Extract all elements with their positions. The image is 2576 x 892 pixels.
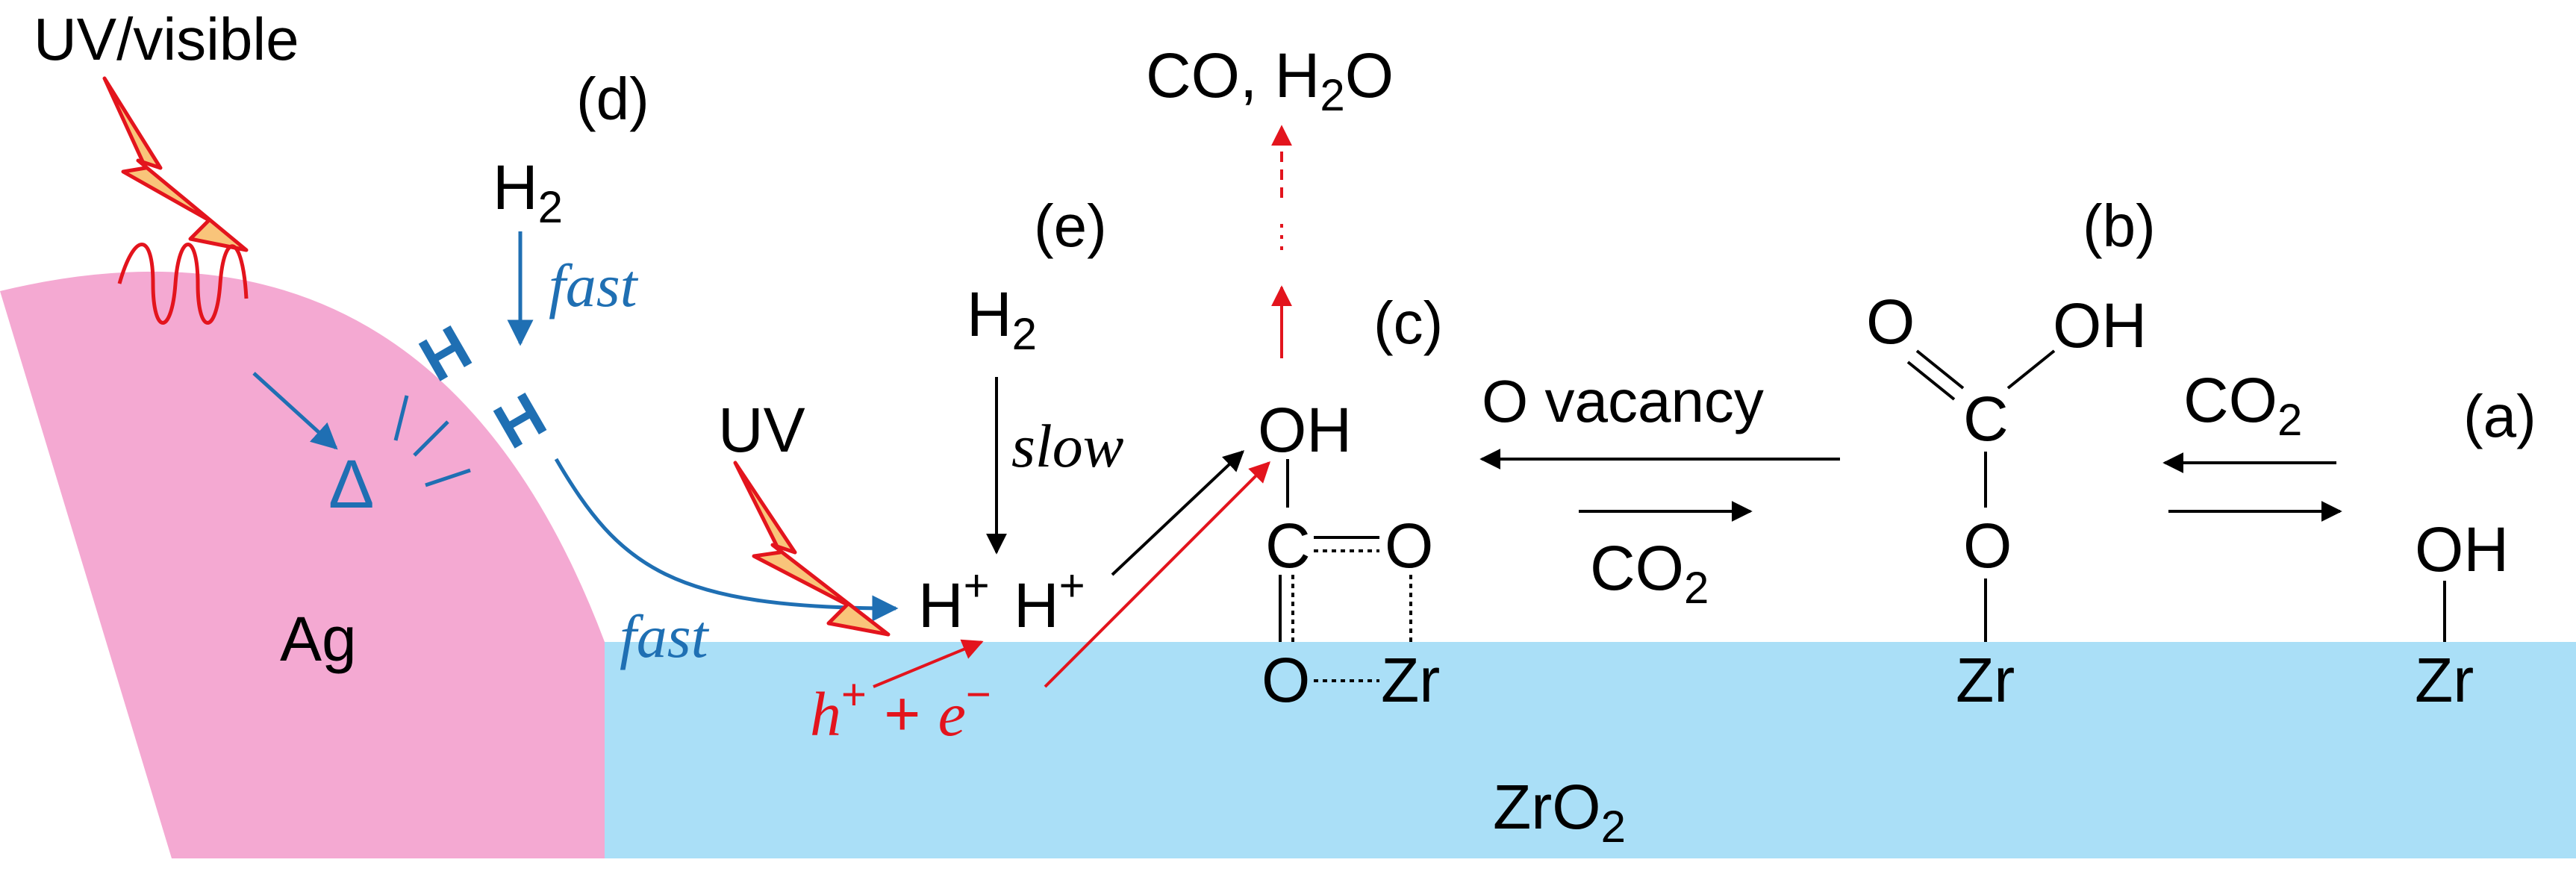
light-flash-icon — [102, 76, 249, 252]
hole-arrow — [873, 639, 984, 688]
hplus-to-oh-arrow — [1111, 450, 1245, 576]
delta-heat-icon: Δ — [328, 446, 374, 523]
b-co-double-bond-2 — [1906, 361, 1956, 401]
ag-particle — [0, 271, 605, 858]
c-carbon: C — [1265, 511, 1311, 581]
h2-middle: H2 — [967, 279, 1037, 359]
c-o-right: O — [1385, 511, 1433, 581]
ag-label: Ag — [280, 604, 357, 674]
label-d: (d) — [576, 66, 649, 132]
hplus-2: H+ — [1014, 561, 1085, 640]
c-zr: Zr — [1381, 645, 1440, 715]
products-label: CO, H2O — [1146, 40, 1394, 120]
fast-bottom-label: fast — [620, 602, 710, 670]
zro2-label: ZrO2 — [1493, 772, 1626, 852]
label-b: (b) — [2083, 193, 2156, 259]
heat-arrow — [252, 372, 338, 450]
c-oh: OH — [1258, 395, 1352, 465]
h2-left: H2 — [493, 152, 563, 232]
slow-label: slow — [1011, 412, 1124, 480]
b-c-oh-bond — [2006, 349, 2056, 390]
uv-label: UV — [718, 395, 805, 465]
label-e: (e) — [1034, 193, 1107, 259]
b-oh: OH — [2053, 290, 2147, 361]
electron-arrow — [1044, 461, 1270, 688]
label-c: (c) — [1373, 290, 1443, 356]
a-zr: Zr — [2415, 645, 2474, 715]
co2-top-label: CO2 — [2183, 365, 2302, 445]
spillover-arrow — [554, 458, 899, 622]
hole-electron-pair: h+ + e− — [810, 670, 991, 749]
b-o-top: O — [1866, 287, 1915, 357]
zro2-support — [575, 642, 2576, 858]
o-vacancy-label: O vacancy — [1482, 368, 1764, 434]
uv-flash-icon — [733, 461, 891, 637]
fast-top-label: fast — [549, 252, 639, 319]
c-o-bottom: O — [1262, 645, 1310, 715]
b-co-double-bond-1 — [1915, 349, 1965, 390]
b-zr: Zr — [1956, 645, 2015, 715]
uv-visible-label: UV/visible — [34, 6, 299, 72]
light-wave-icon — [117, 243, 249, 325]
a-oh: OH — [2415, 514, 2509, 584]
co2-bottom-label: CO2 — [1590, 533, 1709, 613]
b-o-mid: O — [1963, 511, 2012, 581]
hplus-1: H+ — [918, 561, 990, 640]
label-a: (a) — [2463, 383, 2536, 449]
b-carbon: C — [1963, 384, 2009, 454]
heat-rays — [393, 395, 471, 487]
